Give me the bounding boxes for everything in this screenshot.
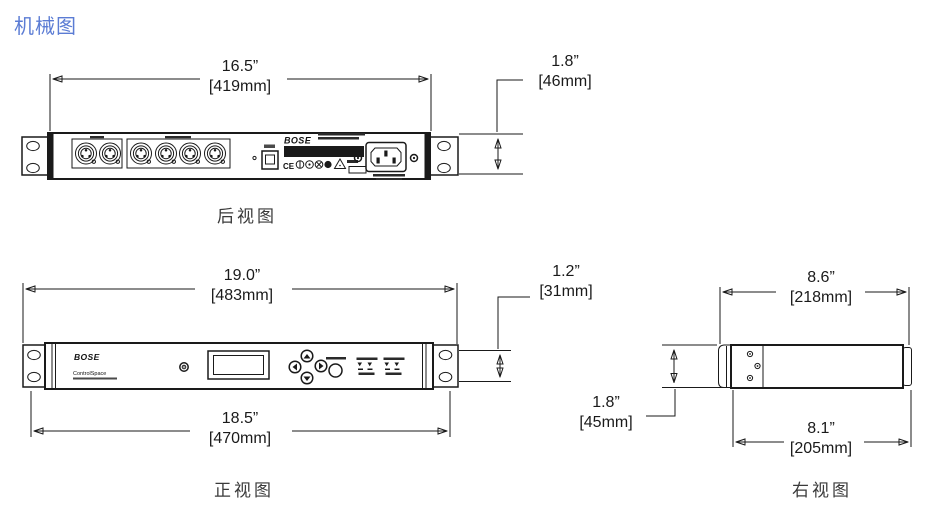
- voltage-text-smudge: [376, 178, 402, 180]
- model-subtitle-smudge: [73, 377, 117, 380]
- dim-inches: 16.5”: [221, 58, 259, 75]
- output-group-label-smudge: [165, 136, 191, 139]
- text-smudge: [318, 137, 359, 140]
- side-height-dimension: 1.8” [45mm]: [579, 393, 632, 433]
- down-arrow-icon: [303, 376, 311, 381]
- front-screw-dot: [183, 366, 185, 368]
- warning-triangle-icon: [333, 158, 347, 169]
- screw: [353, 153, 363, 163]
- dim-mm: [218mm]: [789, 289, 853, 306]
- iec-power-inlet: [365, 141, 407, 173]
- dim-inches: 1.2”: [552, 263, 580, 280]
- screw: [409, 153, 419, 163]
- dim-inches: 8.6”: [807, 269, 835, 286]
- front-inner-width-dimension: 18.5” [470mm]: [209, 409, 271, 449]
- nav-button-up: [300, 349, 314, 363]
- dim-mm: [205mm]: [789, 440, 853, 457]
- left-arrow-icon: [292, 363, 297, 371]
- side-height-leader: [646, 389, 676, 417]
- nav-button-down: [300, 371, 314, 385]
- side-depth-dimension: 8.6” [218mm]: [790, 268, 852, 308]
- page-title: 机械图: [14, 16, 77, 38]
- dim-mm: [46mm]: [538, 73, 592, 90]
- side-screw: [746, 374, 754, 382]
- rear-width-dimension: 16.5” [419mm]: [209, 57, 271, 97]
- front-chassis: [44, 342, 434, 390]
- screw-dot: [356, 156, 360, 160]
- usb-port: [261, 150, 279, 170]
- front-left-rack-ear: [22, 344, 46, 388]
- nav-button-left: [288, 360, 302, 374]
- lcd-display-inner: [213, 355, 264, 375]
- rear-right-edge: [424, 134, 429, 178]
- front-width-dimension: 19.0” [483mm]: [211, 266, 273, 306]
- voltage-text-smudge: [373, 174, 405, 177]
- output-xlr-group-box: [126, 138, 231, 169]
- side-screw-dot: [756, 365, 759, 367]
- input-group-label-smudge: [90, 136, 104, 139]
- nav-button-right: [314, 359, 328, 373]
- dim-inches: 1.8”: [551, 53, 579, 70]
- right-arrow-icon: [319, 362, 324, 370]
- rear-left-rack-ear: [21, 136, 49, 176]
- dim-inches: 1.8”: [592, 394, 620, 411]
- serial-label: [348, 166, 367, 174]
- front-view-drawing: BOSE ControlSpace: [22, 283, 530, 437]
- rear-brand-logo: BOSE: [284, 136, 312, 146]
- side-screw-dot: [749, 377, 751, 379]
- front-view-label: 正视图: [214, 481, 274, 500]
- rear-right-rack-ear: [429, 136, 459, 176]
- side-screw: [746, 350, 754, 358]
- front-screw: [179, 362, 189, 372]
- dim-mm: [470mm]: [208, 430, 272, 447]
- ce-mark: CE: [283, 162, 295, 171]
- select-button: [328, 363, 343, 378]
- lcd-display: [207, 350, 270, 380]
- dim-inches: 8.1”: [807, 420, 835, 437]
- input-xlr-group-box: [71, 138, 123, 169]
- dim-mm: [419mm]: [208, 78, 272, 95]
- side-view-label: 右视图: [792, 481, 852, 500]
- screw-dot: [412, 156, 416, 160]
- up-arrow-icon: [303, 354, 311, 359]
- front-model-text: ControlSpace: [73, 371, 106, 377]
- usb-icon-smudge: [264, 144, 275, 148]
- rear-left-edge: [49, 134, 54, 178]
- front-ear-height-dimension: 1.2” [31mm]: [539, 262, 592, 302]
- dim-mm: [483mm]: [210, 287, 274, 304]
- side-screw-dot: [749, 353, 751, 355]
- rear-view-label: 后视图: [217, 207, 277, 226]
- dim-mm: [31mm]: [539, 283, 593, 300]
- ear-height-leader: [497, 296, 530, 349]
- rear-height-leader: [496, 79, 523, 132]
- side-front-bezel: [718, 344, 732, 388]
- rear-led: [252, 155, 257, 161]
- led-meter-group-b: [383, 357, 405, 375]
- front-brand-logo: BOSE: [74, 352, 100, 362]
- side-view-drawing: [646, 287, 912, 447]
- dim-inches: 18.5”: [221, 410, 259, 427]
- rear-height-dimension: 1.8” [46mm]: [538, 52, 591, 92]
- front-right-rack-ear: [432, 344, 459, 388]
- side-rear-cap: [902, 347, 912, 386]
- cert-icons: [295, 158, 358, 169]
- usb-port-inner: [265, 154, 275, 165]
- label-block: [284, 146, 364, 157]
- dim-inches: 19.0”: [223, 267, 261, 284]
- side-body-depth-dimension: 8.1” [205mm]: [790, 419, 852, 459]
- side-screw: [754, 362, 761, 370]
- led-meter-group-a: [356, 357, 378, 375]
- front-screw-inner: [181, 364, 187, 370]
- select-label-smudge: [326, 357, 346, 360]
- dim-mm: [45mm]: [579, 414, 633, 431]
- rear-view-drawing: BOSE CE: [21, 74, 523, 180]
- text-smudge: [318, 133, 365, 136]
